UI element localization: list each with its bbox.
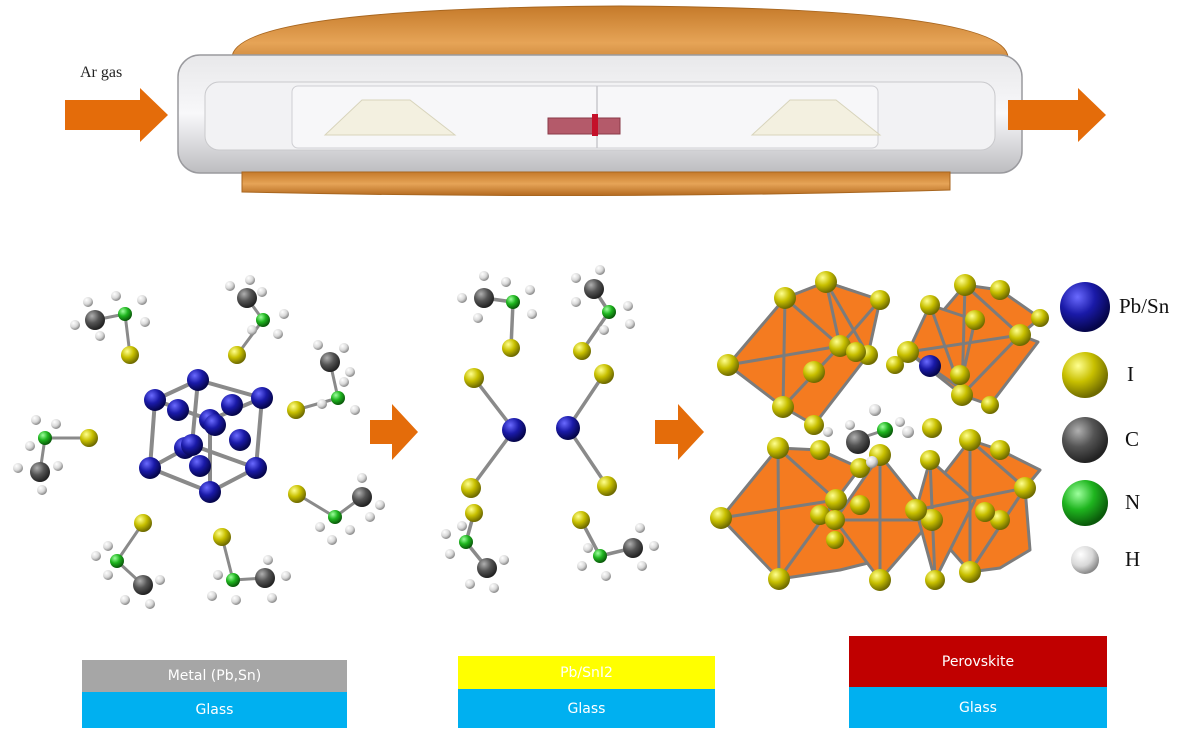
panel-iodide — [441, 265, 659, 593]
legend-label-pbsn: Pb/Sn — [1119, 294, 1170, 318]
process-arrow-1 — [370, 404, 418, 460]
substrate — [547, 117, 621, 135]
metal-layer: Metal (Pb,Sn) — [82, 660, 347, 692]
legend-c-sphere — [1062, 417, 1108, 463]
iodide-layer: Pb/SnI2 — [458, 656, 715, 689]
legend-label-n: N — [1125, 490, 1141, 514]
legend-label-i: I — [1127, 362, 1134, 386]
legend-pbsn-sphere — [1060, 282, 1110, 332]
process-arrow-2 — [655, 404, 704, 460]
legend-label-h: H — [1125, 547, 1141, 571]
legend — [1060, 282, 1110, 574]
powder-left — [323, 99, 457, 136]
gas-inlet-arrow — [65, 88, 168, 142]
legend-h-sphere — [1071, 546, 1099, 574]
glass-layer-3: Glass — [849, 687, 1107, 728]
furnace — [65, 5, 1106, 197]
powder-right — [750, 99, 882, 136]
perovskite-atoms — [710, 271, 1049, 591]
glass-layer-1: Glass — [82, 692, 347, 728]
substrate-mark — [592, 114, 598, 136]
gas-outlet-arrow — [1008, 88, 1106, 142]
panel-perovskite — [719, 280, 1042, 582]
metal-atoms — [139, 369, 273, 503]
legend-i-sphere — [1062, 352, 1108, 398]
gas-label: Ar gas — [80, 64, 123, 81]
legend-label-c: C — [1125, 427, 1140, 451]
legend-n-sphere — [1062, 480, 1108, 526]
panel-metal-atoms — [13, 275, 385, 609]
perovskite-layer: Perovskite — [849, 636, 1107, 687]
glass-layer-2: Glass — [458, 689, 715, 728]
bottom-heater — [241, 171, 951, 197]
molecules-panel1 — [13, 275, 385, 609]
